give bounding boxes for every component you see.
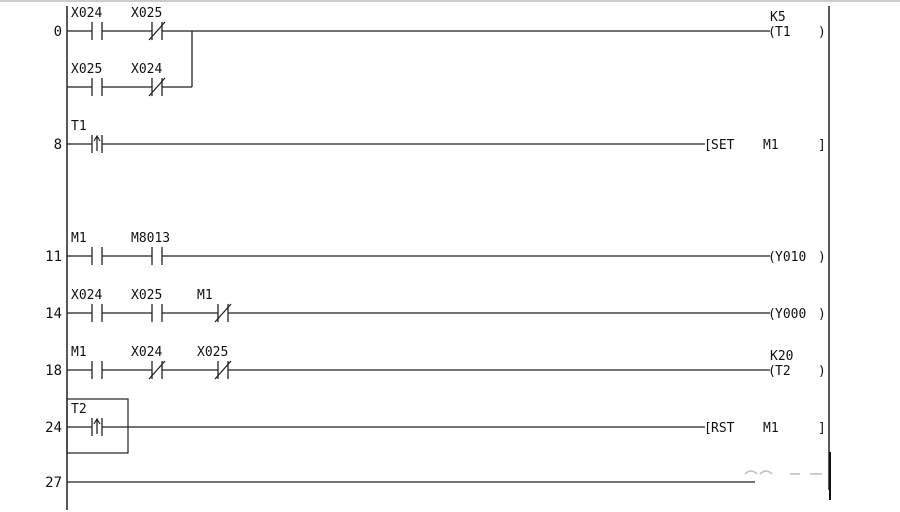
coil-setting: K20 bbox=[770, 349, 793, 364]
instruction-right-bracket: ] bbox=[818, 138, 826, 153]
contact-label: T2 bbox=[71, 402, 87, 417]
contact-label: X025 bbox=[197, 345, 228, 360]
instruction-op: RST bbox=[711, 421, 735, 436]
contact-label: M8013 bbox=[131, 231, 170, 246]
step-number: 8 bbox=[54, 137, 62, 153]
coil-setting: K5 bbox=[770, 10, 786, 25]
coil-left-paren: ( bbox=[768, 364, 776, 379]
contact-nc: X025 bbox=[131, 6, 166, 41]
step-number: 0 bbox=[54, 24, 62, 40]
coil-right-paren: ) bbox=[818, 25, 826, 40]
contact-label: M1 bbox=[71, 345, 87, 360]
instruction-op: SET bbox=[711, 138, 735, 153]
step-number: 24 bbox=[45, 420, 62, 436]
coil-left-paren: ( bbox=[768, 307, 776, 322]
contact-label: X025 bbox=[131, 288, 162, 303]
contact-label: X024 bbox=[131, 345, 162, 360]
step-number: 18 bbox=[45, 363, 62, 379]
watermark-mark bbox=[744, 452, 831, 500]
contact-no: X024 bbox=[71, 6, 103, 40]
contact-nc: X024 bbox=[131, 62, 166, 97]
coil-left-paren: ( bbox=[768, 25, 776, 40]
contact-no: X025 bbox=[131, 288, 163, 322]
contact-no: X025 bbox=[71, 62, 103, 96]
instruction-left-bracket: [ bbox=[704, 421, 712, 436]
contact-pulse-arrowhead bbox=[93, 134, 101, 142]
instruction-right-bracket: ] bbox=[818, 421, 826, 436]
step-number: 27 bbox=[45, 475, 62, 491]
instruction-left-bracket: [ bbox=[704, 138, 712, 153]
coil-right-paren: ) bbox=[818, 307, 826, 322]
contact-label: X024 bbox=[71, 288, 102, 303]
contact-nc: X025 bbox=[197, 345, 232, 380]
contact-label: T1 bbox=[71, 119, 87, 134]
contact-pls: T2 bbox=[71, 402, 103, 436]
contact-no: M1 bbox=[71, 231, 103, 265]
coil-label: T2 bbox=[775, 364, 791, 379]
contact-nc-slash bbox=[214, 303, 232, 323]
contact-nc-slash bbox=[148, 77, 166, 97]
coil-right-paren: ) bbox=[818, 250, 826, 265]
coil-right-paren: ) bbox=[818, 364, 826, 379]
contact-nc: X024 bbox=[131, 345, 166, 380]
contact-label: X025 bbox=[131, 6, 162, 21]
contact-no: M1 bbox=[71, 345, 103, 379]
contact-label: X024 bbox=[71, 6, 102, 21]
contact-nc: M1 bbox=[197, 288, 232, 323]
instruction-operand: M1 bbox=[763, 138, 779, 153]
contact-nc-slash bbox=[148, 21, 166, 41]
highlight-box bbox=[66, 398, 129, 454]
rung-27: 27 bbox=[45, 475, 755, 491]
instruction-operand: M1 bbox=[763, 421, 779, 436]
coil-label: Y010 bbox=[775, 250, 806, 265]
contact-label: X025 bbox=[71, 62, 102, 77]
contact-nc-slash bbox=[214, 360, 232, 380]
contact-nc-slash bbox=[148, 360, 166, 380]
contact-label: M1 bbox=[71, 231, 87, 246]
coil-label: T1 bbox=[775, 25, 791, 40]
step-number: 14 bbox=[45, 306, 62, 322]
rung-24: 24 T2 [RST M1] bbox=[45, 398, 826, 454]
step-number: 11 bbox=[45, 249, 62, 265]
contact-pls: T1 bbox=[71, 119, 103, 153]
rung-14: 14 X024 X025 M1 (Y000) bbox=[45, 288, 826, 323]
contact-label: X024 bbox=[131, 62, 162, 77]
rung-18: 18 M1 X024 X025 (T2) K20 bbox=[45, 345, 826, 380]
contact-label: M1 bbox=[197, 288, 213, 303]
rung-8: 8 T1 [SET M1] bbox=[54, 119, 826, 153]
coil-left-paren: ( bbox=[768, 250, 776, 265]
contact-no: X024 bbox=[71, 288, 103, 322]
contact-no: M8013 bbox=[131, 231, 170, 265]
rung-11: 11 M1 M8013 (Y010) bbox=[45, 231, 826, 265]
coil-label: Y000 bbox=[775, 307, 806, 322]
contact-pulse-arrowhead bbox=[93, 417, 101, 425]
